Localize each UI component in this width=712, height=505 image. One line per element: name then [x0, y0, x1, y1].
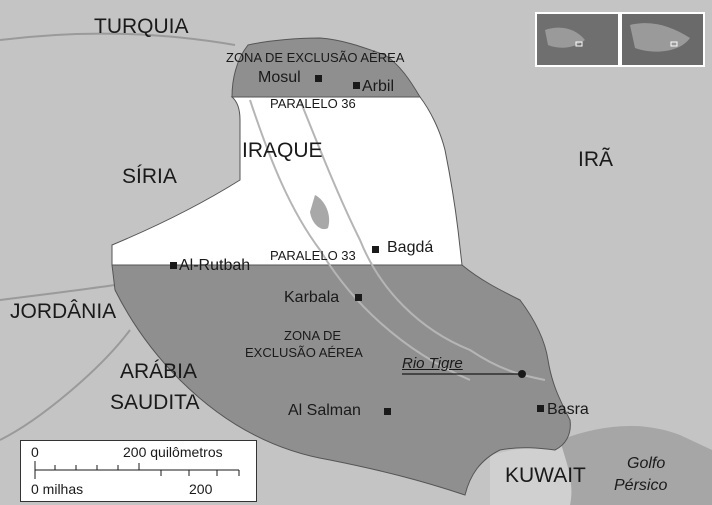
marker-arbil [353, 82, 360, 89]
scale-bar-lines [34, 461, 240, 479]
label-saudi-arabia-1: ARÁBIA [120, 360, 198, 383]
label-river-tigris: Rio Tigre [402, 355, 463, 372]
label-iran: IRÃ [578, 148, 614, 171]
scale-km-zero: 0 [31, 444, 39, 460]
river-tigris-path [299, 99, 546, 381]
label-saudi-arabia-2: SAUDITA [110, 391, 200, 414]
label-mosul: Mosul [258, 69, 301, 86]
inset-marker-1 [575, 41, 583, 47]
inset-land-1 [545, 27, 585, 48]
river-euphrates-path [249, 99, 471, 381]
north-no-fly-zone [231, 37, 421, 98]
label-gulf-1: Golfo [627, 455, 666, 472]
inset-marker-2 [670, 41, 678, 47]
scale-bar: 0 200 quilômetros 0 milhas 200 [20, 440, 257, 502]
label-gulf-2: Pérsico [614, 477, 668, 494]
label-iraq: IRAQUE [242, 139, 323, 162]
border-jordan [0, 284, 116, 301]
scale-km-value: 200 quilômetros [123, 444, 223, 460]
marker-rutbah [170, 262, 177, 269]
border-jordan-saudi [0, 329, 131, 441]
kuwait-region [490, 440, 572, 505]
river-pointer-dot [518, 370, 526, 378]
label-parallel-33: PARALELO 33 [270, 248, 356, 263]
marker-baghdad [372, 246, 379, 253]
label-karbala: Karbala [284, 289, 340, 306]
scale-mi-label: 0 milhas [31, 481, 84, 497]
label-syria: SÍRIA [122, 165, 177, 188]
label-basra: Basra [547, 401, 589, 418]
inset-land-2 [630, 23, 690, 52]
label-parallel-36: PARALELO 36 [270, 96, 356, 111]
label-baghdad: Bagdá [387, 239, 434, 256]
persian-gulf [560, 425, 712, 505]
south-no-fly-zone [111, 264, 571, 496]
marker-basra [537, 405, 544, 412]
scale-mi-value: 200 [189, 481, 213, 497]
label-jordan: JORDÂNIA [10, 300, 117, 323]
lake [310, 195, 330, 230]
label-arbil: Arbil [362, 78, 395, 95]
marker-mosul [315, 75, 322, 82]
label-turkey: TURQUIA [94, 15, 189, 38]
marker-karbala [355, 294, 362, 301]
label-south-zone-2: EXCLUSÃO AÉREA [245, 345, 363, 360]
marker-salman [384, 408, 391, 415]
label-salman: Al Salman [288, 402, 361, 419]
border-turkey-syria [0, 32, 236, 46]
label-kuwait: KUWAIT [505, 464, 586, 487]
label-south-zone-1: ZONA DE [284, 328, 342, 343]
label-north-zone: ZONA DE EXCLUSÃO AÉREA [226, 50, 405, 65]
label-rutbah: Al-Rutbah [179, 257, 251, 274]
